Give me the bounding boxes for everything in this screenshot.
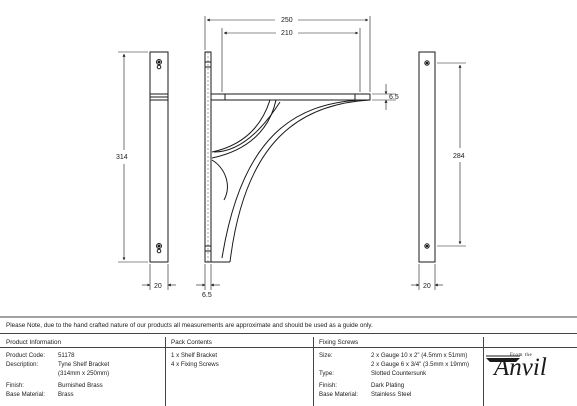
- pack-item: 1 x Shelf Bracket: [171, 352, 218, 359]
- arm-thickness-dimension: [372, 84, 396, 110]
- screw-value: 2 x Gauge 6 x 3/4" (3.5mm x 19mm): [371, 361, 470, 368]
- dim-inner-width: 210: [281, 30, 293, 37]
- info-value: Tyne Shelf Bracket: [58, 361, 110, 368]
- product-info-heading: Product Information: [6, 339, 61, 346]
- right-plate-view: [418, 51, 436, 263]
- dim-height-left: 314: [116, 154, 128, 161]
- dim-thickness-top: 6.5: [389, 94, 399, 101]
- bracket-profile-view: [204, 51, 371, 263]
- dim-overall-width: 250: [281, 17, 293, 24]
- logo-small-text: From the: [510, 353, 533, 358]
- profile-thickness-dimension: [196, 264, 220, 290]
- pack-contents-heading: Pack Contents: [171, 339, 212, 346]
- pack-item: 4 x Fixing Screws: [171, 361, 219, 368]
- height-dimension-284: [437, 62, 466, 247]
- overall-width-dimension: [204, 16, 371, 92]
- info-key: Description:: [6, 361, 39, 368]
- column-divider: [165, 337, 166, 406]
- info-value: (314mm x 250mm): [58, 370, 110, 377]
- dim-left-plate-width: 20: [154, 283, 162, 290]
- screw-key: Finish:: [319, 382, 337, 389]
- info-key: Finish:: [6, 382, 24, 389]
- anvil-logo: From the Anvil: [480, 348, 575, 398]
- height-dimension-314: [118, 51, 148, 263]
- info-value: Brass: [58, 391, 74, 398]
- fixing-screws-heading: Fixing Screws: [319, 339, 359, 346]
- technical-drawing: 314 20 250: [0, 16, 577, 318]
- measurement-note: Please Note, due to the hand crafted nat…: [6, 322, 373, 329]
- screw-key: Type:: [319, 370, 334, 377]
- dim-profile-thickness: 6.5: [202, 292, 212, 299]
- dim-right-plate-width: 20: [423, 283, 431, 290]
- table-header-divider: [0, 347, 577, 348]
- info-table: Product Information Product Code: 51178 …: [0, 337, 577, 406]
- screw-value: 2 x Gauge 10 x 2" (4.5mm x 51mm): [371, 352, 468, 359]
- info-key: Product Code:: [6, 352, 45, 359]
- screw-key: Base Material:: [319, 391, 358, 398]
- dim-height-right: 284: [453, 153, 465, 160]
- info-value: 51178: [58, 352, 75, 359]
- screw-value: Slotted Countersunk: [371, 370, 427, 377]
- screw-key: Size:: [319, 352, 333, 359]
- left-plate-view: [149, 51, 169, 263]
- logo-brand-text: Anvil: [494, 354, 547, 381]
- info-value: Burnished Brass: [58, 382, 103, 389]
- screw-value: Stainless Steel: [371, 391, 412, 398]
- note-divider: [0, 333, 577, 334]
- product-info-column: Product Information Product Code: 51178 …: [0, 337, 165, 406]
- info-key: Base Material:: [6, 391, 45, 398]
- right-width-dimension: [411, 264, 443, 290]
- pack-contents-column: Pack Contents 1 x Shelf Bracket 4 x Fixi…: [165, 337, 313, 406]
- screw-value: Dark Plating: [371, 382, 405, 389]
- anvil-icon: [486, 355, 520, 362]
- column-divider: [313, 337, 314, 406]
- inner-width-dimension: [221, 28, 361, 92]
- column-divider: [483, 337, 484, 406]
- fixing-screws-column: Fixing Screws Size: 2 x Gauge 10 x 2" (4…: [313, 337, 483, 406]
- left-width-dimension: [142, 264, 176, 290]
